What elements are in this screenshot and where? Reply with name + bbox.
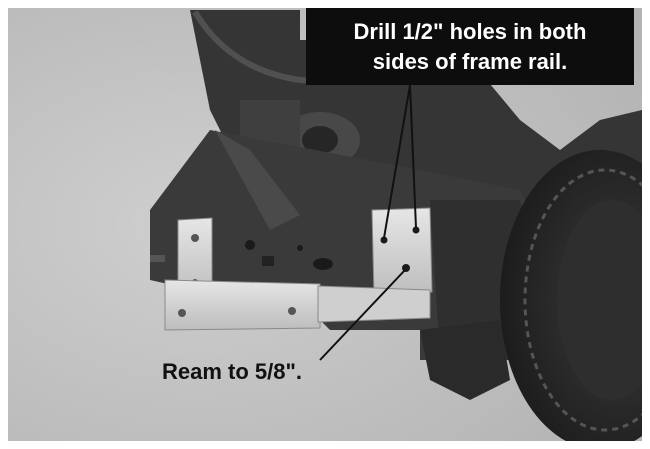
leader-line-ream: [319, 269, 406, 361]
callout-line-1: Drill 1/2" holes in both: [353, 18, 587, 44]
leader-line-left: [383, 84, 411, 239]
hitch-crossbar: [164, 279, 321, 331]
leader-line-right: [409, 84, 417, 229]
drill-hole-right: [412, 226, 420, 234]
right-bracket-plate: [371, 207, 433, 297]
drill-hole-left: [380, 236, 388, 244]
drill-callout: Drill 1/2" holes in both sides of frame …: [306, 8, 634, 85]
ream-label: Ream to 5/8".: [162, 359, 303, 384]
callout-line-2: sides of frame rail.: [372, 48, 568, 74]
